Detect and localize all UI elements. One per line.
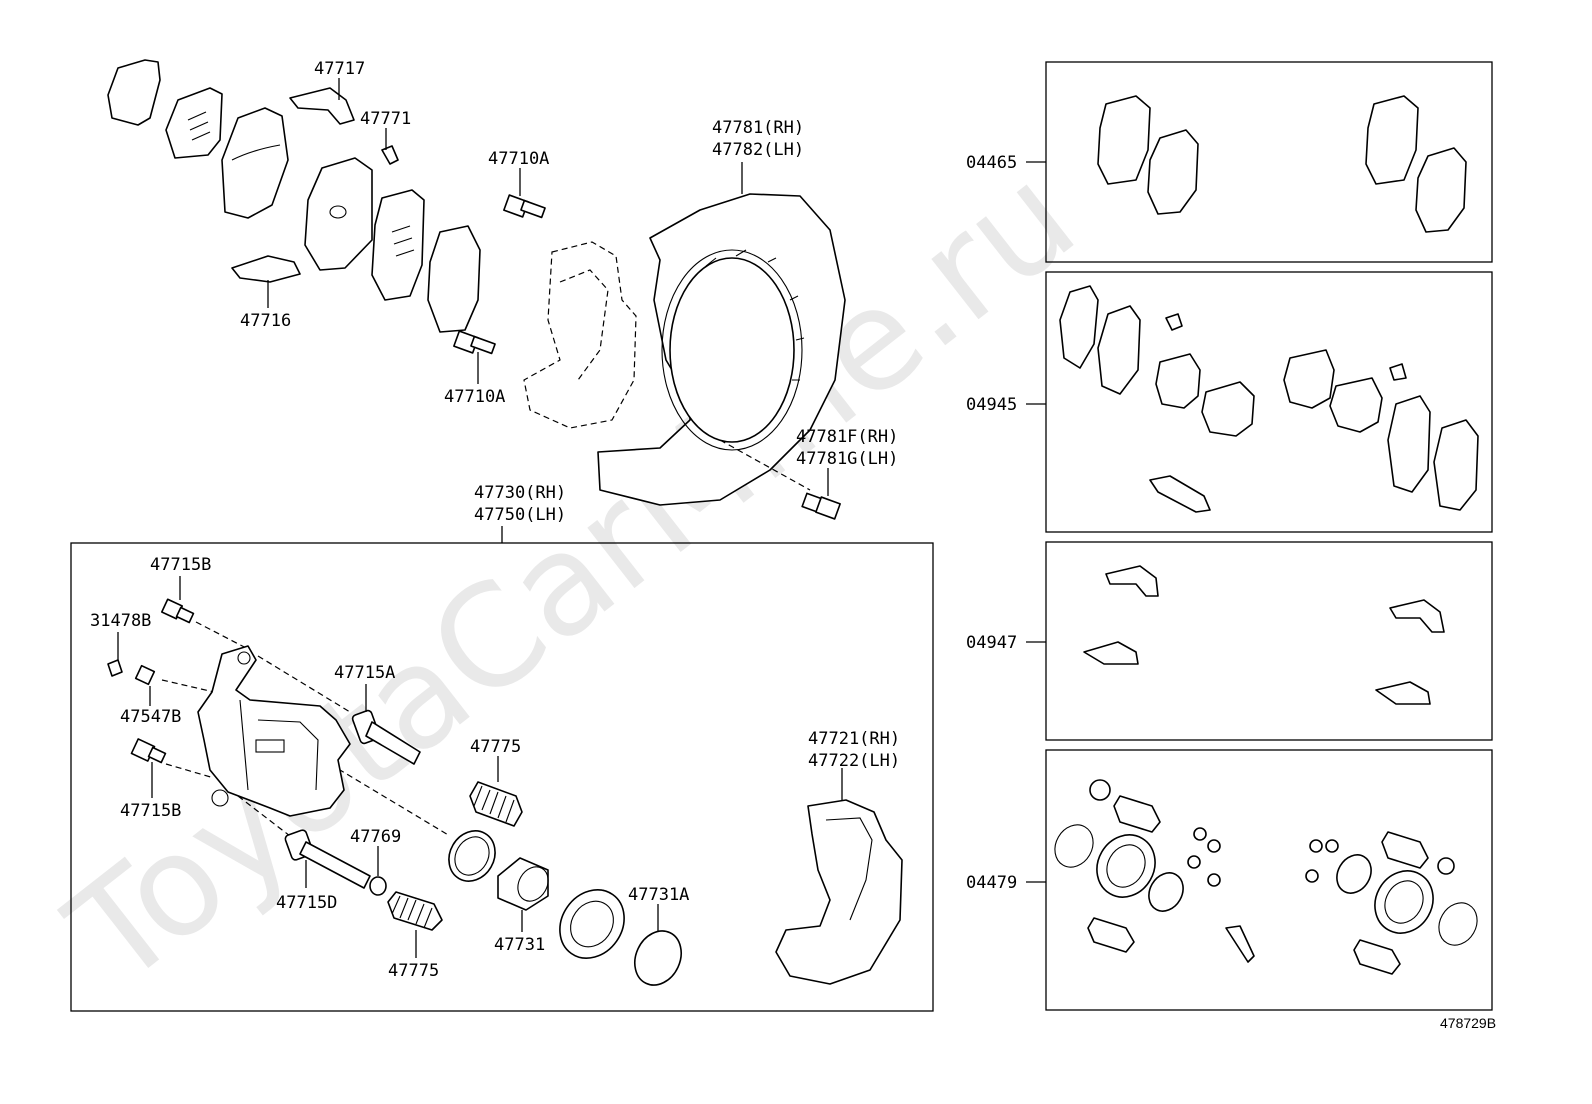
caliper-mounting-dashed <box>523 241 637 429</box>
kit-04947-clips <box>1083 565 1445 705</box>
caliper-assembly-box <box>70 542 934 1012</box>
kit-code-04945[interactable]: 04945 <box>966 395 1017 415</box>
label-47716: 47716 <box>240 311 291 331</box>
label-47781f: 47781F(RH) <box>796 427 898 447</box>
label-47717: 47717 <box>314 59 365 79</box>
kit-box-04947 <box>1045 541 1493 741</box>
cylinder-boot-top[interactable] <box>469 781 523 827</box>
piston-seal[interactable] <box>440 822 504 889</box>
o-ring-47731a[interactable] <box>626 923 690 992</box>
pad-shim[interactable] <box>371 189 425 301</box>
disc-brake-dust-cover[interactable] <box>597 193 846 506</box>
label-47715b-top: 47715B <box>150 555 211 575</box>
kit-code-04465[interactable]: 04465 <box>966 153 1017 173</box>
pad-shim[interactable] <box>427 225 481 333</box>
kit-box-04945 <box>1045 271 1493 533</box>
label-47710a-top: 47710A <box>488 149 549 169</box>
label-47769: 47769 <box>350 827 401 847</box>
bolt-47710a-bottom[interactable] <box>453 330 496 355</box>
bleeder-cap[interactable] <box>107 659 123 677</box>
label-47775-bottom: 47775 <box>388 961 439 981</box>
anti-rattle-clip[interactable] <box>289 87 355 125</box>
piston-47731[interactable] <box>497 857 554 911</box>
label-31478b: 31478B <box>90 611 151 631</box>
kit-code-04479[interactable]: 04479 <box>966 873 1017 893</box>
pad-shim-inner[interactable] <box>165 87 223 159</box>
dust-cover-bolt[interactable] <box>801 492 841 520</box>
kit-code-04947[interactable]: 04947 <box>966 633 1017 653</box>
kit-box-04479 <box>1045 749 1493 1011</box>
brake-pad[interactable] <box>304 157 373 271</box>
label-47775-top: 47775 <box>470 737 521 757</box>
brake-pad[interactable] <box>221 107 289 219</box>
brake-pad-group <box>107 59 546 355</box>
pad-shim-outer[interactable] <box>107 59 161 126</box>
cylinder-kit[interactable] <box>547 877 637 970</box>
label-47730: 47730(RH) <box>474 483 566 503</box>
label-47750: 47750(LH) <box>474 505 566 525</box>
label-47782: 47782(LH) <box>712 140 804 160</box>
anti-rattle-clip[interactable] <box>231 255 301 283</box>
label-47731: 47731 <box>494 935 545 955</box>
guide-pin-47715d[interactable] <box>284 829 371 889</box>
label-47715d: 47715D <box>276 893 337 913</box>
label-47710a-bottom: 47710A <box>444 387 505 407</box>
watermark: ToyotaCarMine.ru <box>40 135 1105 1017</box>
kit-04465-pads <box>1097 95 1467 233</box>
guide-pin-47715a[interactable] <box>351 709 421 765</box>
label-47547b: 47547B <box>120 707 181 727</box>
label-47781: 47781(RH) <box>712 118 804 138</box>
bolt-47710a-top[interactable] <box>503 194 546 219</box>
kit-04479-parts <box>1054 779 1478 975</box>
label-47715b-bottom: 47715B <box>120 801 181 821</box>
label-47731a: 47731A <box>628 885 689 905</box>
label-47721: 47721(RH) <box>808 729 900 749</box>
bushing-47769[interactable] <box>369 876 387 896</box>
kit-04945-parts <box>1059 285 1479 513</box>
label-47771: 47771 <box>360 109 411 129</box>
cylinder-boot-bottom[interactable] <box>387 891 443 931</box>
bleeder-plug-bolt[interactable] <box>160 598 195 624</box>
label-47715a: 47715A <box>334 663 395 683</box>
label-47722: 47722(LH) <box>808 751 900 771</box>
kit-box-04465 <box>1045 61 1493 263</box>
caliper-body[interactable] <box>197 645 351 817</box>
caliper-mounting-bracket[interactable] <box>775 799 903 985</box>
pad-wear-indicator[interactable] <box>381 145 399 165</box>
label-47781g: 47781G(LH) <box>796 449 898 469</box>
bolt-47715b-bottom[interactable] <box>130 738 167 764</box>
figure-code: 478729B <box>1440 1015 1496 1031</box>
bleeder-plug[interactable] <box>134 664 156 686</box>
